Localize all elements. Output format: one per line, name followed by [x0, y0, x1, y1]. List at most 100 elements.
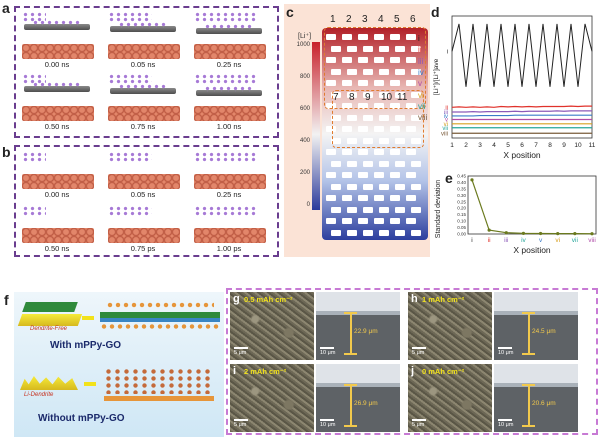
li-ion-cluster	[108, 206, 152, 216]
snapshot-a-3: 0.25 ns	[194, 10, 274, 72]
thickness-value: 24.5 μm	[532, 328, 556, 335]
pore	[390, 172, 400, 178]
pore	[406, 172, 416, 178]
std-dev-point	[556, 232, 560, 236]
pore	[331, 68, 341, 75]
std-dev-point	[470, 178, 474, 182]
pore	[358, 80, 368, 86]
pore	[406, 34, 416, 40]
panel-label-b: b	[2, 144, 11, 160]
std-dev-point	[538, 231, 543, 236]
pore	[326, 126, 336, 132]
li-ion-cluster	[22, 74, 46, 84]
colorbar-tick: 600	[299, 106, 310, 112]
snapshot-a-4: 0.50 ns	[22, 72, 102, 134]
scale-bar	[412, 347, 426, 349]
column-number: 7	[333, 92, 339, 103]
li-ion-cluster	[194, 74, 258, 84]
x-tick-label: viii	[588, 237, 596, 244]
pore	[390, 195, 400, 201]
column-number: 6	[410, 14, 416, 25]
pore	[411, 91, 421, 98]
x-tick-label: 1	[450, 142, 454, 149]
sem-panel-frame	[226, 288, 598, 435]
pore	[395, 229, 405, 236]
thickness-marker	[350, 384, 352, 426]
li-ion-cluster	[108, 12, 152, 22]
pore	[411, 183, 421, 190]
mppy-go-layer	[110, 88, 176, 94]
roman-numeral: v	[418, 79, 422, 89]
pore	[395, 160, 405, 167]
pore	[411, 206, 421, 213]
x-axis-label: X position	[503, 150, 541, 160]
y-tick-label: 0.00	[457, 232, 466, 237]
x-tick-label: 6	[520, 142, 524, 149]
snapshot-b-4: 0.50 ns	[22, 202, 102, 256]
pore	[390, 149, 400, 155]
pore	[406, 218, 416, 224]
pore	[342, 195, 352, 201]
panel-b-frame	[14, 145, 279, 257]
pore	[363, 114, 373, 121]
column-number: 4	[378, 14, 384, 25]
pore	[326, 103, 336, 109]
series-line-i	[451, 23, 593, 87]
x-tick-label: 10	[574, 142, 582, 149]
series-label-viii: viii	[441, 131, 448, 137]
li-ion-cluster	[194, 206, 258, 216]
thickness-cap-top	[344, 384, 357, 386]
roman-numeral: viii	[418, 113, 428, 123]
pore	[326, 34, 336, 40]
scale-bar	[498, 347, 512, 349]
li-ion-cluster	[22, 206, 46, 216]
series-label-ii: ii	[445, 105, 448, 111]
pore	[347, 68, 357, 75]
x-tick-label: vii	[572, 237, 578, 244]
arrow-bottom	[84, 382, 96, 386]
snapshot-b-6: 1.00 ps	[194, 202, 274, 256]
pore	[374, 172, 384, 178]
li-ion-cluster	[194, 12, 258, 22]
li-metal-slab	[22, 228, 94, 243]
time-label: 0.00 ns	[44, 190, 70, 199]
pore	[363, 68, 373, 75]
std-dev-point	[521, 231, 526, 235]
time-label: 0.05 ns	[130, 190, 156, 199]
pore	[326, 149, 336, 155]
pore	[342, 57, 352, 63]
thickness-cap-top	[344, 312, 357, 314]
pore	[358, 172, 368, 178]
pore	[374, 57, 384, 63]
scale-bar-label: 5 μm	[234, 422, 247, 428]
thickness-marker	[528, 312, 530, 354]
pore	[379, 45, 389, 52]
scale-bar-label: 10 μm	[320, 422, 336, 428]
mppy-go-layer	[196, 28, 262, 34]
thickness-marker	[350, 312, 352, 354]
pore	[374, 80, 384, 86]
x-tick-label: 5	[506, 142, 510, 149]
pore	[374, 218, 384, 224]
areal-capacity-label: 0.5 mAh cm⁻²	[244, 295, 293, 304]
pore	[331, 160, 341, 167]
x-tick-label: ii	[488, 237, 491, 244]
pore	[406, 149, 416, 155]
series-line-iv	[452, 114, 592, 117]
areal-capacity-label: 1 mAh cm⁻²	[422, 295, 465, 304]
li-metal-slab	[108, 174, 180, 189]
y-axis-label: Standard deviation	[435, 180, 442, 238]
y-tick-label: 0.15	[457, 212, 466, 217]
pore	[358, 218, 368, 224]
panel-label-c: c	[286, 4, 294, 20]
roman-numeral: iii	[418, 56, 424, 66]
thickness-cap-bottom	[344, 425, 357, 427]
pore	[326, 57, 336, 63]
pore	[374, 34, 384, 40]
time-label: 0.50 ns	[44, 122, 70, 131]
snapshot-a-1: 0.00 ns	[22, 10, 102, 72]
adsorbed-li-ions	[118, 84, 168, 90]
thickness-cap-top	[522, 312, 535, 314]
time-label: 0.05 ns	[130, 60, 156, 69]
